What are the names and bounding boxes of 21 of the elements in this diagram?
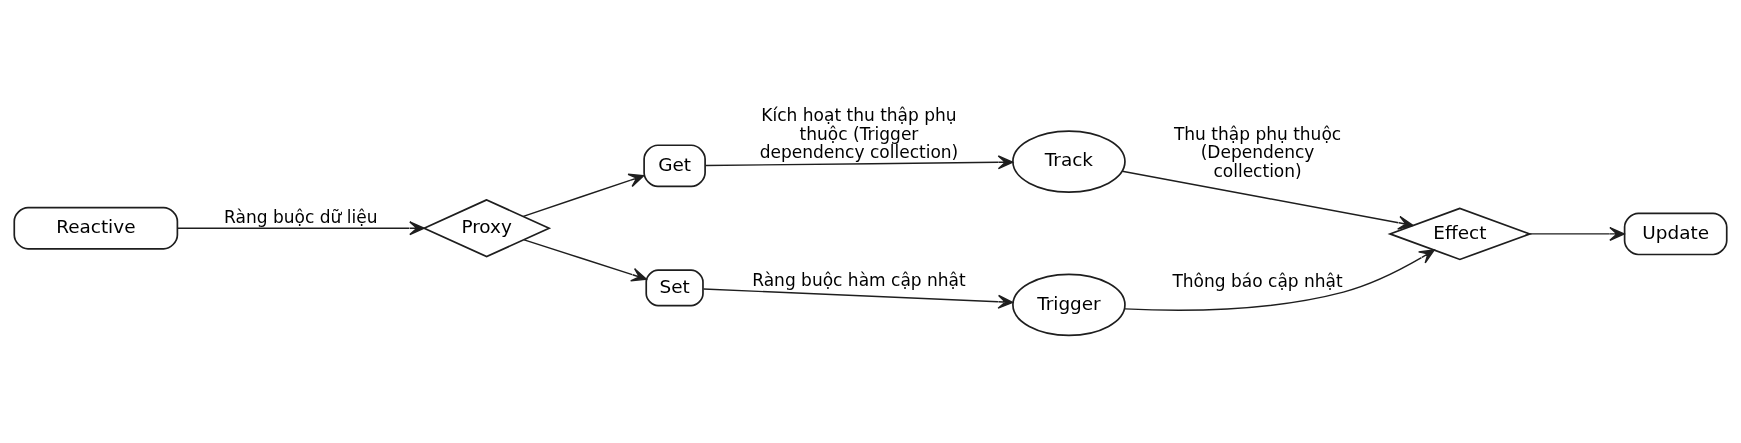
arrow: [1124, 249, 1435, 311]
arrow: [1121, 170, 1414, 230]
arrow: [176, 221, 425, 236]
arrow: [522, 173, 645, 218]
node-ellipse: Track: [1012, 130, 1126, 193]
arrow: [523, 239, 647, 282]
node-box: Set: [645, 269, 704, 307]
node-box: Update: [1623, 212, 1728, 256]
edge-label: Thông báo cập nhật: [1172, 271, 1343, 292]
node-diamond: Effect: [1387, 207, 1533, 261]
edge-label: Ràng buộc dữ liệu: [224, 207, 378, 228]
edge-label: Kích hoạt thu thập phụ thuộc (Trigger dependency collection): [759, 105, 959, 163]
edge-label: Thu thập phụ thuộc (Dependency collection): [1173, 123, 1342, 181]
node-ellipse: Trigger: [1012, 273, 1126, 337]
arrow: [1529, 226, 1625, 241]
node-box: Reactive: [13, 206, 179, 250]
arrow: [702, 288, 1014, 309]
node-diamond: Proxy: [422, 198, 552, 258]
node-box: Get: [643, 144, 706, 188]
arrow: [704, 155, 1014, 170]
edge-label: Ràng buộc hàm cập nhật: [752, 269, 966, 290]
